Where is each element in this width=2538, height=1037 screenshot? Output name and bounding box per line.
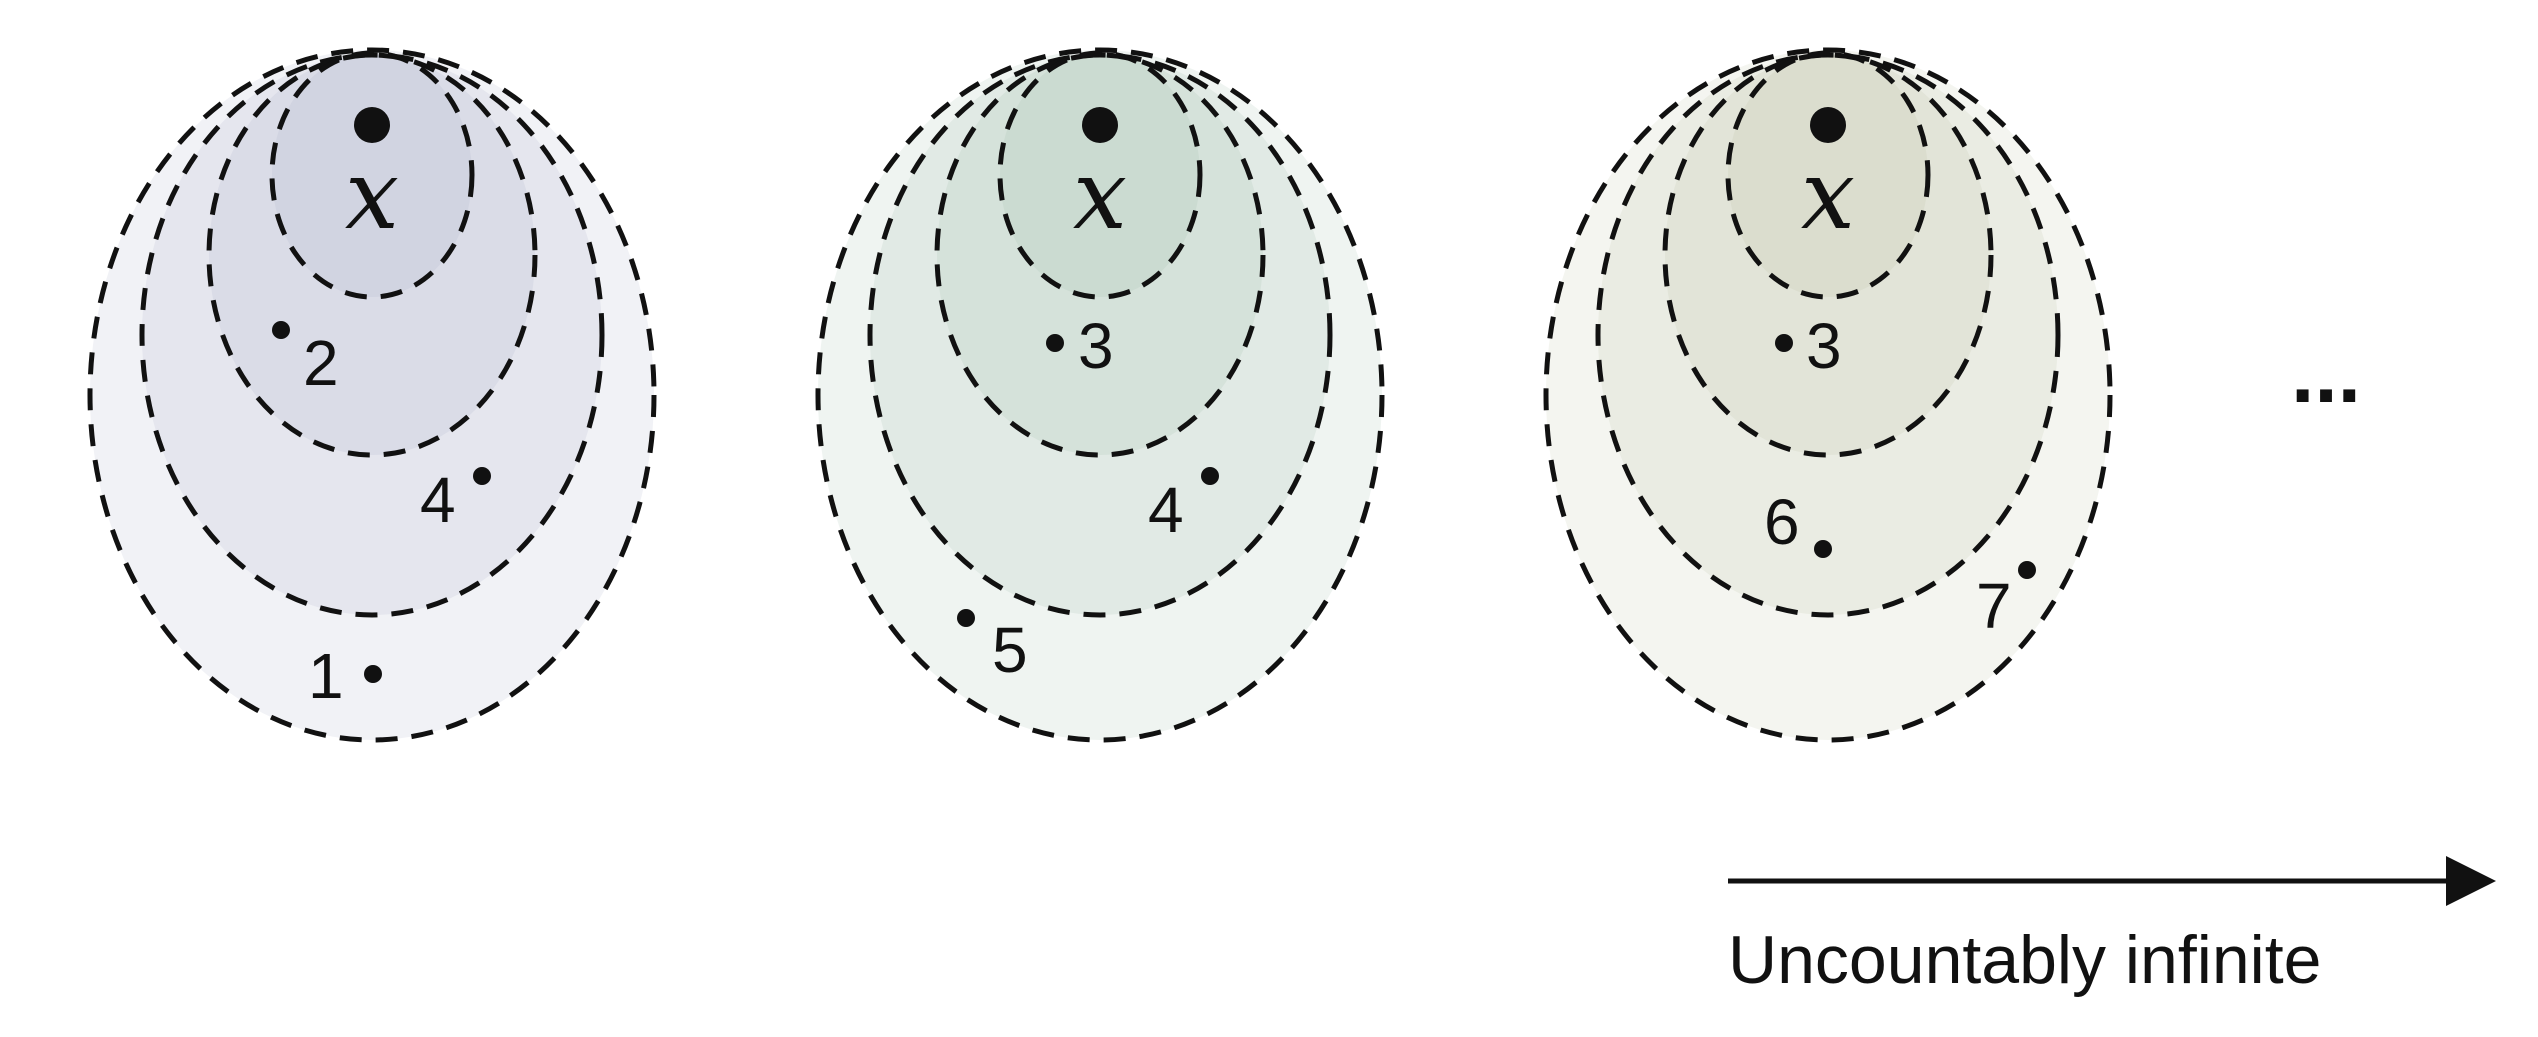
panel-3-point-b-dot (1814, 540, 1832, 558)
panel-1: x 2 4 1 (87, 47, 657, 743)
panel-3-region-third (1598, 55, 2058, 615)
panel-3-region-inner (1728, 53, 1928, 297)
uncountably-infinite-caption: Uncountably infinite (1728, 922, 2321, 998)
panel-2-boundary-outer (815, 47, 1385, 743)
panel-2-center-point (1082, 107, 1118, 143)
panel-2-region-second (937, 55, 1263, 455)
panel-3-boundary-outer (1543, 47, 2113, 743)
panel-3-center-label: x (1801, 139, 1855, 251)
panel-2-center-label: x (1073, 139, 1127, 251)
panel-3-point-a-label: 3 (1806, 310, 1842, 382)
panel-1-point-a-label: 2 (303, 327, 339, 399)
panel-1-center-point (354, 107, 390, 143)
panel-3-point-b-label: 6 (1764, 486, 1800, 558)
continuation-ellipsis: ... (2291, 326, 2361, 420)
panel-1-center-label: x (345, 139, 399, 251)
panel-3-shaded-regions (1546, 50, 2110, 740)
panel-1-point-b-label: 4 (420, 464, 456, 536)
panel-2-point-c-dot (957, 609, 975, 627)
panel-1-point-c-dot (364, 665, 382, 683)
panel-2-point-a-dot (1046, 334, 1064, 352)
panel-1-point-b-dot (473, 467, 491, 485)
panel-2-point-b-label: 4 (1148, 474, 1184, 546)
panel-1-boundary-outer (87, 47, 657, 743)
panel-2-point-c-label: 5 (992, 614, 1028, 686)
panel-2: x 3 4 5 (815, 47, 1385, 743)
panel-3-dashed-boundaries (1543, 47, 2113, 743)
panel-2-boundary-second (934, 52, 1266, 458)
panel-1-point-c-label: 1 (308, 640, 344, 712)
panel-2-point-b-dot (1201, 467, 1219, 485)
panel-2-boundary-inner (997, 50, 1203, 300)
panel-3-center-point (1810, 107, 1846, 143)
panel-1-region-outer (90, 50, 654, 740)
panel-3-point-c-dot (2018, 561, 2036, 579)
panel-3-point-a-dot (1775, 334, 1793, 352)
panel-2-region-outer (818, 50, 1382, 740)
panel-3-region-outer (1546, 50, 2110, 740)
panel-3-boundary-inner (1725, 50, 1931, 300)
panel-1-region-inner (272, 53, 472, 297)
panel-3-region-second (1665, 55, 1991, 455)
panel-3-boundary-second (1662, 52, 1994, 458)
panel-1-point-a-dot (272, 321, 290, 339)
panel-1-region-second (209, 55, 535, 455)
panel-3: x 3 6 7 (1543, 47, 2113, 743)
panel-2-point-a-label: 3 (1078, 310, 1114, 382)
panel-1-dashed-boundaries (87, 47, 657, 743)
panel-2-region-inner (1000, 53, 1200, 297)
panel-2-dashed-boundaries (815, 47, 1385, 743)
panel-1-boundary-inner (269, 50, 475, 300)
panel-1-boundary-second (206, 52, 538, 458)
panel-3-point-c-label: 7 (1976, 570, 2012, 642)
